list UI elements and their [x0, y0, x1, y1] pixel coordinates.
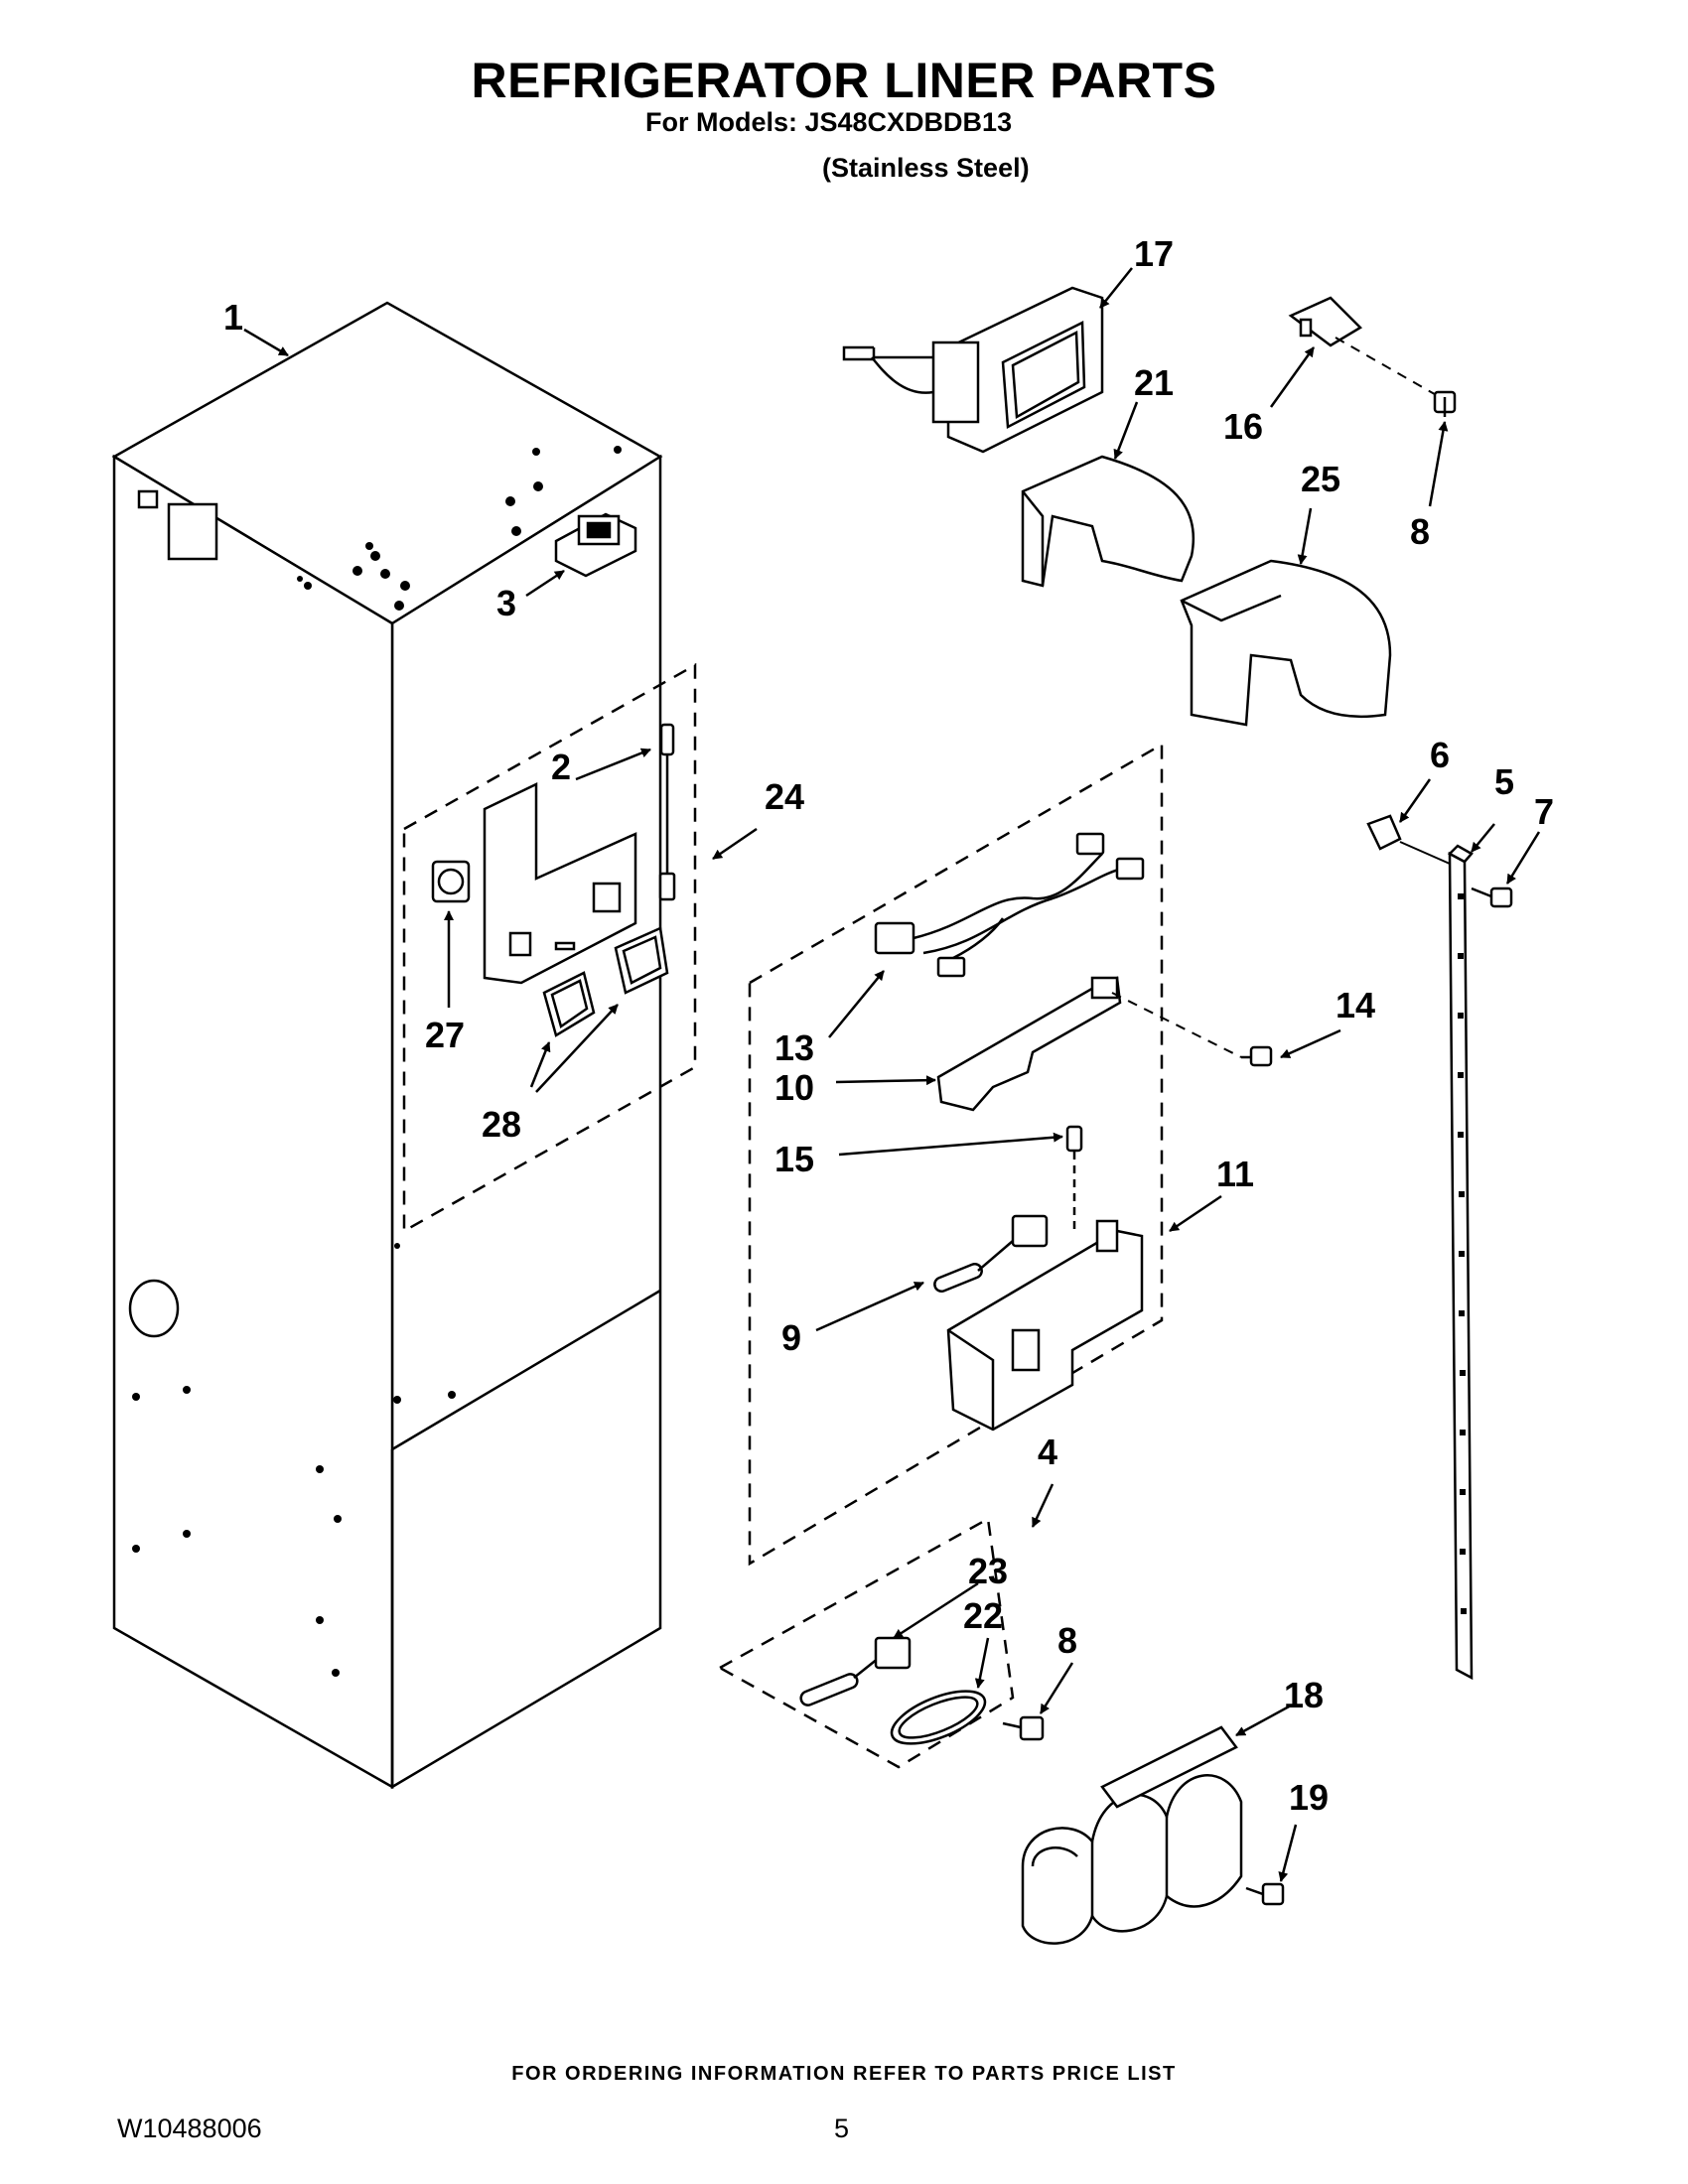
part-6-spacer [1366, 814, 1402, 851]
part-7-screw [1471, 887, 1513, 908]
callout-21: 21 [1134, 362, 1174, 403]
group-24-outline [402, 662, 697, 1234]
part-5-rail [1447, 844, 1474, 1681]
page-number: 5 [834, 2114, 850, 2143]
liner-left-face [112, 454, 394, 1790]
callout-7: 7 [1534, 791, 1554, 832]
model-variant: (Stainless Steel) [822, 153, 1030, 183]
part-9-sensor [933, 1214, 1049, 1293]
callout-23: 23 [968, 1551, 1008, 1591]
callout-24: 24 [765, 776, 804, 817]
callout-15: 15 [774, 1139, 814, 1179]
callout-9: 9 [781, 1317, 801, 1358]
part-3-bracket [554, 512, 637, 578]
page-title: REFRIGERATOR LINER PARTS [471, 53, 1217, 108]
part-22-display [890, 1690, 987, 1745]
liner-cabinet [111, 301, 663, 1790]
callout-2: 2 [551, 747, 571, 787]
part-27-knob [431, 860, 471, 903]
callout-16: 16 [1223, 406, 1263, 447]
callout-8-top: 8 [1410, 511, 1430, 552]
callout-17: 17 [1134, 233, 1174, 274]
part-25-cover [1180, 559, 1392, 727]
part-2-harness [658, 723, 676, 901]
ordering-note: FOR ORDERING INFORMATION REFER TO PARTS … [511, 2063, 1177, 2085]
part-21-duct [1021, 455, 1196, 588]
leader-lines [243, 267, 1541, 1882]
document-number: W10488006 [117, 2114, 262, 2143]
callout-1: 1 [223, 297, 243, 338]
part-11-housing [946, 1219, 1144, 1432]
callout-labels: 1 2 3 4 5 6 7 8 8 9 10 11 13 14 15 16 17… [223, 233, 1554, 1818]
callout-27: 27 [425, 1015, 465, 1055]
callout-25: 25 [1301, 459, 1340, 499]
liner-side-holes [132, 576, 456, 1677]
part-8-screw-bottom [1002, 1715, 1045, 1741]
rail-slots [1458, 893, 1467, 1614]
part-23-sensor [799, 1636, 912, 1706]
callout-6: 6 [1430, 735, 1450, 775]
liner-top-holes [304, 446, 622, 611]
callout-5: 5 [1494, 761, 1514, 802]
group-4-outline [748, 742, 1164, 1567]
callout-8-bottom: 8 [1057, 1620, 1077, 1661]
callout-10: 10 [774, 1067, 814, 1108]
part-10-cover [936, 976, 1122, 1112]
part-28-gaskets [542, 926, 669, 1037]
callout-11: 11 [1216, 1154, 1254, 1194]
part-15-screw [1065, 1125, 1083, 1231]
callout-18: 18 [1284, 1675, 1324, 1715]
part-19-screw [1245, 1882, 1285, 1906]
callout-19: 19 [1289, 1777, 1329, 1818]
part-13-harness [874, 832, 1145, 978]
part-18-evaporator [1021, 1725, 1243, 1945]
callout-28: 28 [482, 1104, 521, 1145]
part-24-housing [483, 782, 637, 985]
callout-22: 22 [963, 1595, 1003, 1636]
liner-right-face [390, 454, 662, 1790]
callout-4: 4 [1038, 1432, 1057, 1472]
part-16-clip [1288, 296, 1363, 347]
part-14-screw [1241, 1045, 1273, 1067]
model-number: For Models: JS48CXDBDB13 [645, 107, 1013, 137]
part-8-screw-top [1433, 390, 1457, 417]
group-22-outline [717, 1517, 1015, 1769]
part-17-assembly [842, 286, 1104, 454]
callout-14: 14 [1336, 985, 1375, 1025]
callout-3: 3 [496, 583, 516, 623]
callout-13: 13 [774, 1027, 814, 1068]
